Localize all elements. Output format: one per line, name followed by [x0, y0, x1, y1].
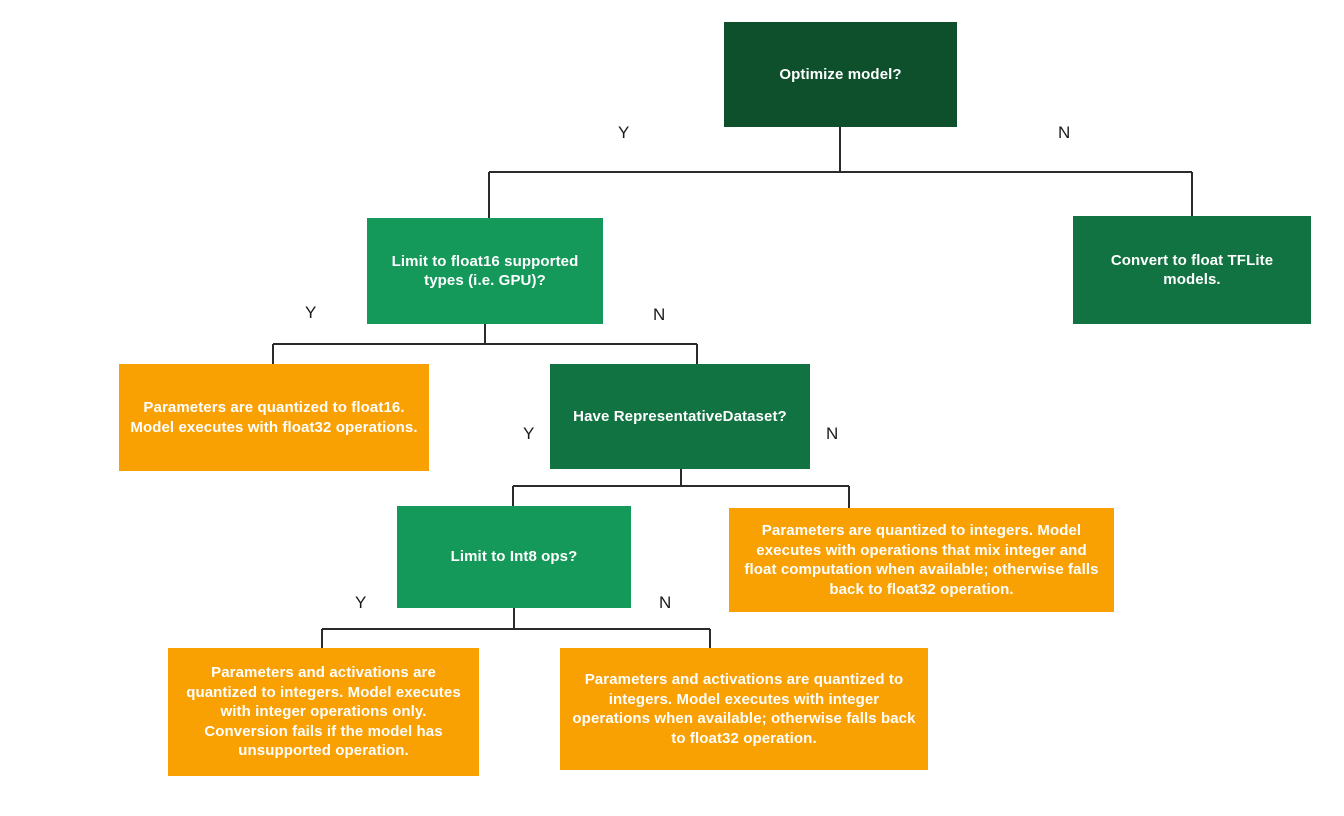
node-label-convert-float: Convert to float TFLite models. [1110, 251, 1274, 289]
node-label-float16-result: Parameters are quantized to float16. Mod… [130, 399, 418, 436]
edge-label-l2-no: N [653, 305, 666, 324]
edge-label-l1-yes: Y [618, 123, 630, 142]
edge-label-l2-yes: Y [305, 303, 317, 322]
node-label-optimize: Optimize model? [779, 65, 902, 83]
edge-label-l4-no: N [659, 593, 672, 612]
node-label-int8-only-result: Parameters and activations are quantized… [186, 664, 461, 760]
node-have-dataset[interactable]: Have RepresentativeDataset? [550, 364, 810, 469]
edge-label-l1-no: N [1058, 123, 1071, 142]
edge-label-l3-yes: Y [523, 424, 535, 443]
node-int8-fallback-result[interactable]: Parameters and activations are quantized… [560, 648, 928, 770]
node-label-have-dataset: Have RepresentativeDataset? [573, 407, 787, 425]
node-int8-ops[interactable]: Limit to Int8 ops? [397, 506, 631, 608]
edge-label-l4-yes: Y [355, 593, 367, 612]
node-label-mixed-result: Parameters are quantized to integers. Mo… [744, 522, 1099, 598]
node-label-int8-ops: Limit to Int8 ops? [450, 548, 578, 566]
node-optimize[interactable]: Optimize model? [724, 22, 957, 127]
edge-label-l3-no: N [826, 424, 839, 443]
node-label-int8-fallback-result: Parameters and activations are quantized… [572, 671, 916, 747]
node-mixed-result[interactable]: Parameters are quantized to integers. Mo… [729, 508, 1114, 612]
node-int8-only-result[interactable]: Parameters and activations are quantized… [168, 648, 479, 776]
node-float16-result[interactable]: Parameters are quantized to float16. Mod… [119, 364, 429, 471]
node-convert-float[interactable]: Convert to float TFLite models. [1073, 216, 1311, 324]
node-label-float16-types: Limit to float16 supported types (i.e. G… [391, 252, 579, 290]
node-float16-types[interactable]: Limit to float16 supported types (i.e. G… [367, 218, 603, 324]
